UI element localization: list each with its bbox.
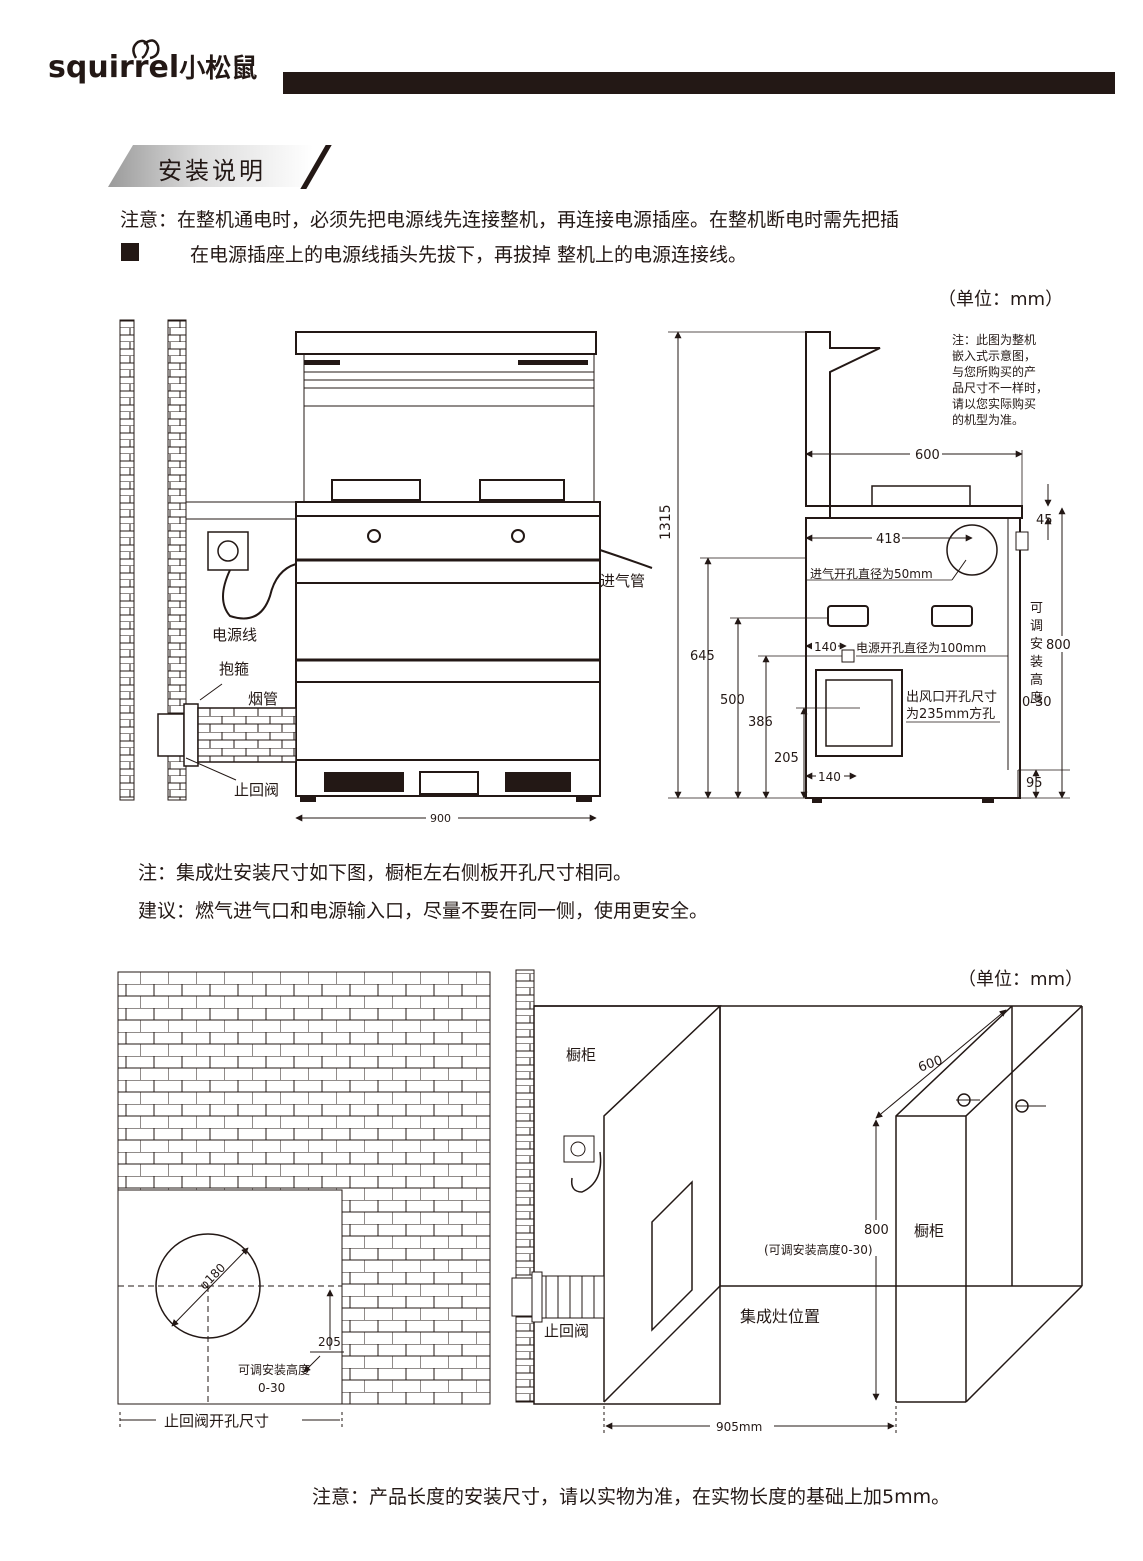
stove-side-view [805, 331, 1029, 803]
cabinet-depth-600-label: 600 [916, 1053, 944, 1076]
adjust-range-label: 0-30 [258, 1381, 285, 1395]
section-title: 安装说明 [108, 145, 338, 189]
header-bar [283, 72, 1115, 94]
dim-645-label: 645 [690, 649, 715, 664]
gas-hole-label: 进气开孔直径为50mm [810, 566, 933, 581]
cabinet-height-800-label: 800 [864, 1223, 889, 1238]
dim-140-top-label: 140 [814, 640, 837, 654]
install-note: 注：集成灶安装尺寸如下图，橱柜左右侧板开孔尺寸相同。 [138, 862, 633, 884]
cabinet-left-label: 橱柜 [566, 1046, 596, 1064]
side-note: 注：此图为整机 嵌入式示意图， 与您所购买的产 品尺寸不一样时， 请以您实际购买… [952, 332, 1048, 427]
cabinet-height-note: (可调安装高度0-30) [764, 1242, 873, 1257]
outlet-hole-line2: 为235mm方孔 [906, 706, 995, 722]
svg-text:的机型为准。: 的机型为准。 [952, 412, 1024, 427]
svg-text:注：此图为整机: 注：此图为整机 [952, 332, 1036, 347]
dim-205-label: 205 [774, 751, 799, 766]
dim-45-label: 45 [1036, 513, 1053, 528]
check-valve-label: 止回阀 [234, 781, 279, 799]
flue-pipe-label: 烟管 [248, 690, 278, 708]
unit-label-bottom: （单位：mm） [958, 969, 1084, 990]
svg-text:请以您实际购买: 请以您实际购买 [952, 396, 1036, 411]
brand-name-latin: squirrel [48, 50, 180, 85]
dim-800-label: 800 [1046, 638, 1071, 653]
power-note-line2: 在电源插座上的电源线插头先拔下，再拔掉 整机上的电源连接线。 [190, 244, 748, 266]
svg-text:嵌入式示意图，: 嵌入式示意图， [952, 348, 1036, 363]
height-1315-label: 1315 [658, 504, 674, 540]
installation-diagram-bottom: φ180 205 可调安装高度 0-30 止回阀开孔尺寸 橱柜 橱柜 集成灶位置… [117, 969, 1083, 1436]
brand-logo: squirrel小松鼠 [48, 39, 257, 85]
dim-500-label: 500 [720, 693, 745, 708]
adjustable-height-label: 可 调 安 装 高 度 0-30 [1022, 601, 1052, 710]
cabinet-perspective [533, 1005, 1083, 1405]
width-900-label: 900 [430, 812, 451, 825]
suggest-note: 建议：燃气进气口和电源输入口，尽量不要在同一侧，使用更安全。 [138, 900, 709, 922]
clamp-label: 抱箍 [219, 660, 249, 678]
valve-hole-size-label: 止回阀开孔尺寸 [164, 1412, 269, 1430]
cabinet-right-label: 橱柜 [914, 1222, 944, 1240]
svg-text:安: 安 [1030, 637, 1043, 652]
svg-text:高: 高 [1030, 672, 1043, 688]
svg-text:与您所购买的产: 与您所购买的产 [952, 364, 1036, 379]
svg-text:度: 度 [1030, 690, 1043, 706]
dim-418-label: 418 [876, 532, 901, 547]
side-wall [515, 969, 535, 1403]
bullet-square-icon [121, 243, 139, 261]
power-cord-label: 电源线 [212, 626, 257, 644]
depth-600-label: 600 [915, 448, 940, 463]
flue-pipe [197, 707, 297, 763]
svg-text:可: 可 [1030, 601, 1043, 616]
section-title-text: 安装说明 [158, 157, 266, 185]
svg-text:调: 调 [1030, 619, 1043, 634]
power-cord-line [222, 563, 297, 620]
cabinet-width-905-label: 905mm [716, 1420, 762, 1434]
unit-label-top: （单位：mm） [938, 289, 1064, 310]
gas-inlet-label: 进气管 [600, 572, 645, 590]
dim-140-bottom-label: 140 [818, 770, 841, 784]
svg-text:品尺寸不一样时，: 品尺寸不一样时， [952, 380, 1048, 395]
length-note: 注意：产品长度的安装尺寸，请以实物为准，在实物长度的基础上加5mm。 [312, 1486, 951, 1508]
outlet-hole-line1: 出风口开孔尺寸 [906, 690, 997, 705]
brand-name-cn: 小松鼠 [179, 54, 258, 84]
gas-pipe-line [599, 549, 653, 569]
cabinet-flue-pipe [541, 1275, 605, 1319]
adjust-text-label: 可调安装高度 [238, 1362, 310, 1377]
wall-dim-205-label: 205 [318, 1335, 341, 1349]
svg-text:0-30: 0-30 [1022, 695, 1052, 710]
svg-text:装: 装 [1030, 655, 1043, 670]
power-note-line1: 注意：在整机通电时，必须先把电源线先连接整机，再连接电源插座。在整机断电时需先把… [120, 209, 900, 231]
cabinet-check-valve-label: 止回阀 [544, 1322, 589, 1340]
wall-left [119, 319, 135, 801]
installation-diagram-top: 进气管 电源线 抱箍 烟管 止回阀 900 1315 注：此图为整机 嵌入式示意… [119, 319, 1076, 825]
dim-386-label: 386 [748, 715, 773, 730]
stove-front-view [295, 331, 601, 802]
squirrel-logo-icon [132, 39, 160, 60]
dim-95-label: 95 [1026, 776, 1043, 791]
stove-position-label: 集成灶位置 [740, 1307, 820, 1326]
power-hole-label: 电源开孔直径为100mm [856, 641, 986, 655]
wall-right [167, 319, 187, 801]
